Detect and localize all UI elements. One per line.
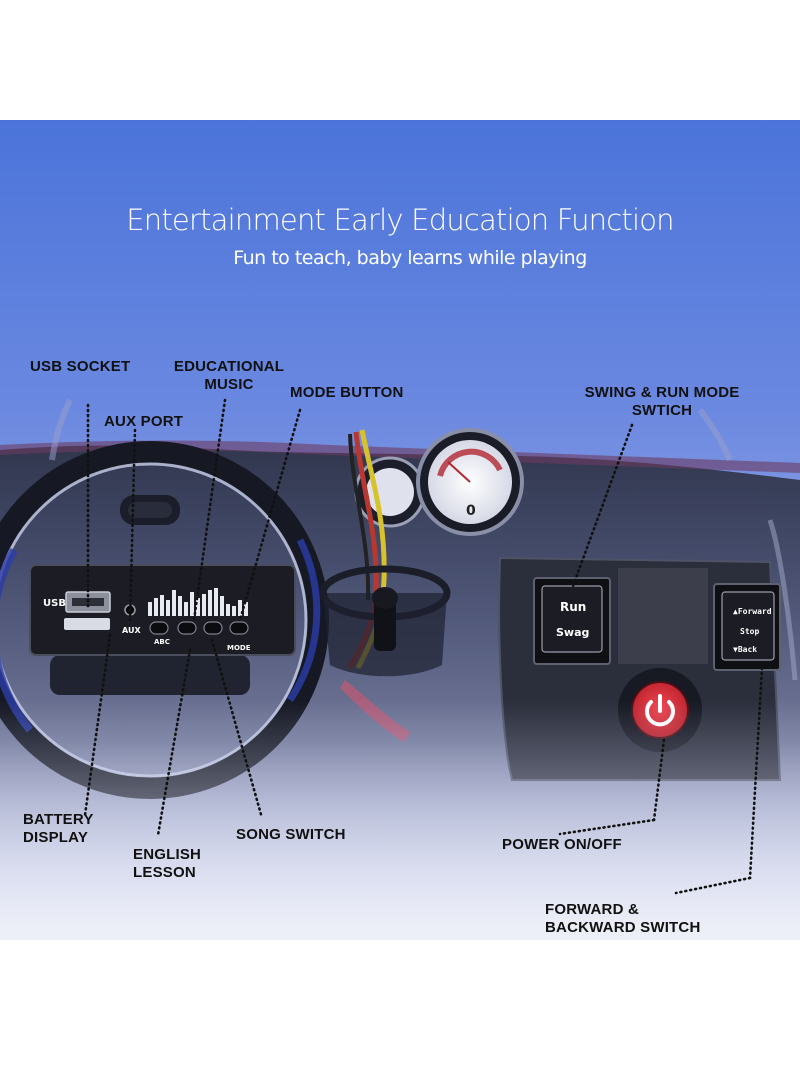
- mode-button-label: MODE BUTTON: [290, 384, 404, 401]
- forward-backward-switch-label: FORWARD & BACKWARD SWITCH: [545, 901, 701, 936]
- swag-printed-label: Swag: [556, 626, 589, 639]
- stop-printed-label: Stop: [740, 627, 759, 636]
- usb-socket-label: USB SOCKET: [30, 358, 131, 375]
- aux-printed-label: AUX: [122, 626, 141, 635]
- battery-level-display: [148, 588, 248, 616]
- forward-printed-label: ▲Forward: [733, 607, 772, 616]
- callout-leader-lines: [83, 398, 764, 895]
- swing-run-mode-switch-label: SWING & RUN MODE SWTICH: [584, 384, 740, 419]
- gauge-zero: 0: [466, 503, 476, 519]
- page-title: Entertainment Early Education Function: [126, 203, 674, 237]
- power-on-off-label: POWER ON/OFF: [502, 836, 622, 853]
- back-printed-label: ▼Back: [733, 645, 757, 654]
- run-printed-label: Run: [560, 600, 586, 614]
- mode-printed-label: MODE: [227, 644, 251, 652]
- page-subtitle: Fun to teach, baby learns while playing: [233, 247, 587, 269]
- aux-port-label: AUX PORT: [104, 413, 184, 430]
- song-switch-label: SONG SWITCH: [236, 826, 346, 843]
- dashboard-photo: USB AUX ABC MODE 0 Run Swag ▲Fo: [0, 120, 800, 940]
- usb-printed-label: USB: [43, 598, 66, 609]
- battery-display-label: BATTERY DISPLAY: [23, 811, 94, 846]
- abc-printed-label: ABC: [154, 638, 170, 646]
- educational-music-label: EDUCATIONAL MUSIC: [173, 358, 285, 393]
- english-lesson-label: ENGLISH LESSON: [133, 846, 202, 881]
